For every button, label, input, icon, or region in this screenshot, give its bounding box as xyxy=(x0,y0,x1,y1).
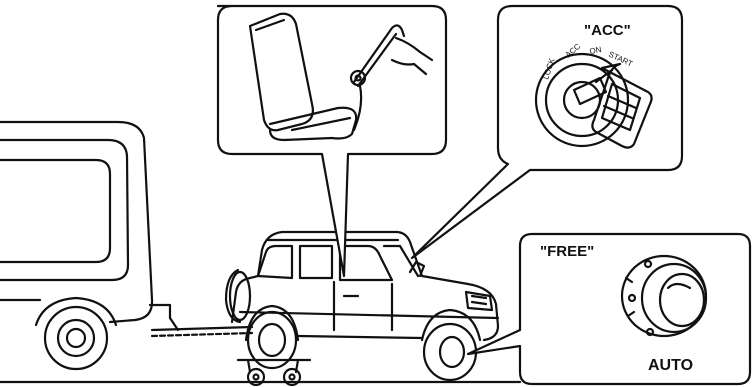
towing-vehicle-wheel xyxy=(36,298,116,369)
towed-vehicle-rear-wheel xyxy=(246,306,298,368)
acc-label: "ACC" xyxy=(584,22,631,39)
towing-vehicle xyxy=(0,122,170,369)
free-label: "FREE" xyxy=(540,243,594,260)
hub-callout xyxy=(468,234,750,384)
seat-callout xyxy=(218,6,446,276)
towed-vehicle xyxy=(226,232,498,380)
towed-vehicle-front-wheel xyxy=(422,310,480,380)
ignition-callout xyxy=(412,6,682,258)
auto-label: AUTO xyxy=(648,357,693,374)
